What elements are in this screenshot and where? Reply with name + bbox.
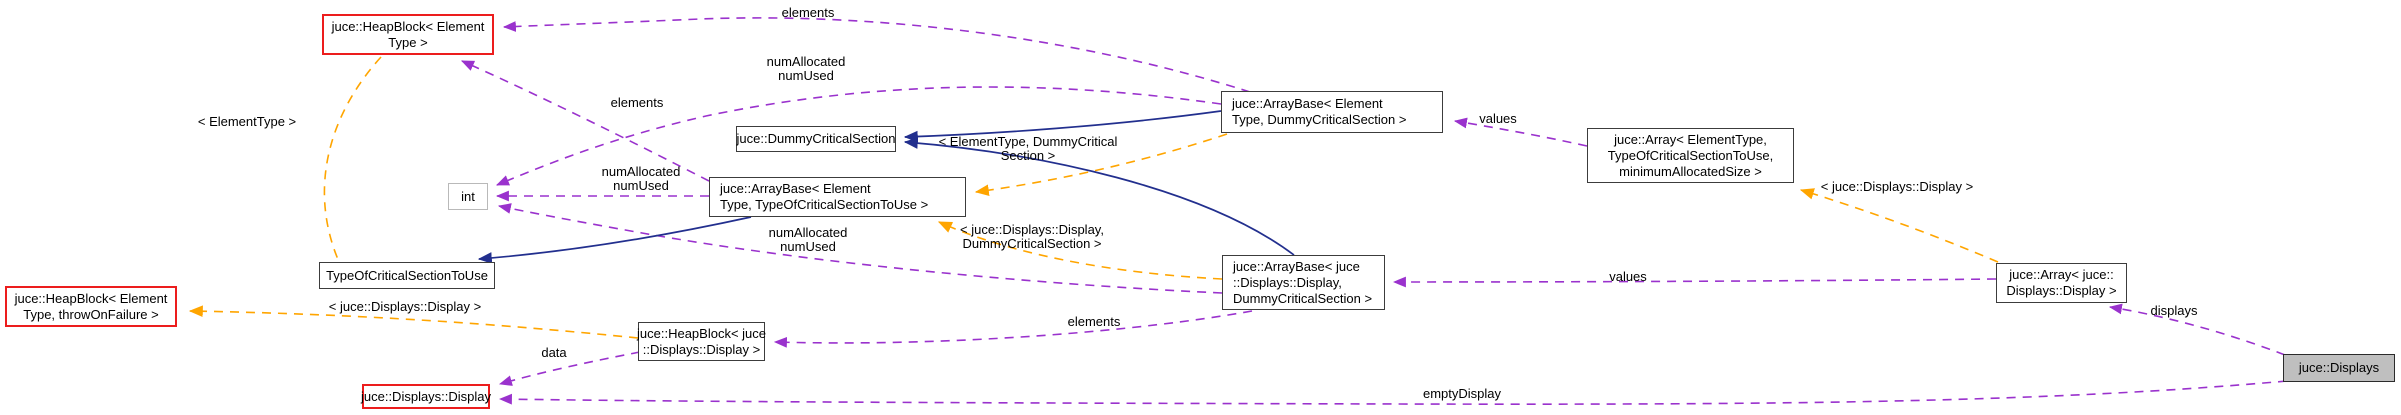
edge-values-mid [1392, 276, 1997, 288]
label-displays: displays [2150, 303, 2198, 318]
node-arraybase-elementtype-typeofcriticalsectiontouse[interactable]: juce::ArrayBase< Element Type, TypeOfCri… [709, 177, 966, 217]
edge-data [498, 351, 641, 386]
label-elements-left: elements [610, 95, 664, 110]
edge-inherit-abettocstu-tocstu [477, 216, 752, 264]
label-values-mid: values [1609, 269, 1647, 284]
node-array-juce-displays-display[interactable]: juce::Array< juce:: Displays::Display > [1996, 263, 2127, 303]
label-numallocated-numused-top: numAllocated numUsed [766, 54, 846, 83]
label-emptydisplay: emptyDisplay [1422, 386, 1502, 401]
edge-elements-left [461, 60, 710, 182]
node-heapblock-throwonfailure[interactable]: juce::HeapBlock< Element Type, throwOnFa… [5, 286, 177, 327]
node-heapblock-juce-displays-display[interactable]: juce::HeapBlock< juce ::Displays::Displa… [637, 322, 766, 361]
edge-numallocated-low [497, 203, 1223, 294]
node-int: int [448, 183, 488, 210]
label-template-elementtype: < ElementType > [197, 114, 297, 129]
label-elements-bottom: elements [1067, 314, 1121, 329]
node-juce-displays: juce::Displays [2283, 354, 2395, 382]
node-arraybase-elementtype-dummycriticalsection[interactable]: juce::ArrayBase< Element Type, DummyCrit… [1221, 91, 1443, 133]
label-elements-top: elements [781, 5, 835, 20]
label-template-displays-display-left: < juce::Displays::Display > [328, 299, 482, 314]
label-values-top: values [1479, 111, 1517, 126]
label-data: data [541, 345, 567, 360]
edge-emptydisplay [498, 380, 2288, 405]
node-array-elementtype-typeofcriticalsectiontouse[interactable]: juce::Array< ElementType, TypeOfCritical… [1587, 128, 1794, 183]
edge-elements-bottom [773, 310, 1253, 348]
label-numallocated-numused-low: numAllocated numUsed [768, 225, 848, 254]
edge-values-top [1453, 117, 1588, 147]
node-heapblock-elementtype[interactable]: juce::HeapBlock< Element Type > [322, 14, 494, 55]
node-typeofcriticalsectiontouse[interactable]: TypeOfCriticalSectionToUse [319, 262, 495, 289]
node-arraybase-juce-displays-display-dummycriticalsection[interactable]: juce::ArrayBase< juce ::Displays::Displa… [1222, 255, 1385, 310]
node-dummycriticalsection[interactable]: juce::DummyCriticalSection [736, 126, 896, 152]
edge-template-jdd-right [1799, 188, 1999, 263]
label-template-elementtype-dummycriticalsection: < ElementType, DummyCritical Section > [938, 134, 1118, 163]
edge-elements-top [502, 17, 1251, 93]
label-numallocated-numused-mid: numAllocated numUsed [601, 164, 681, 193]
label-template-displays-display-dummycriticalsection: < juce::Displays::Display, DummyCritical… [960, 222, 1104, 251]
edge-template-elementtype [323, 56, 382, 282]
edge-template-jdd-left [188, 305, 639, 339]
label-template-displays-display-right: < juce::Displays::Display > [1820, 179, 1974, 194]
node-displays-display[interactable]: juce::Displays::Display [361, 384, 491, 409]
